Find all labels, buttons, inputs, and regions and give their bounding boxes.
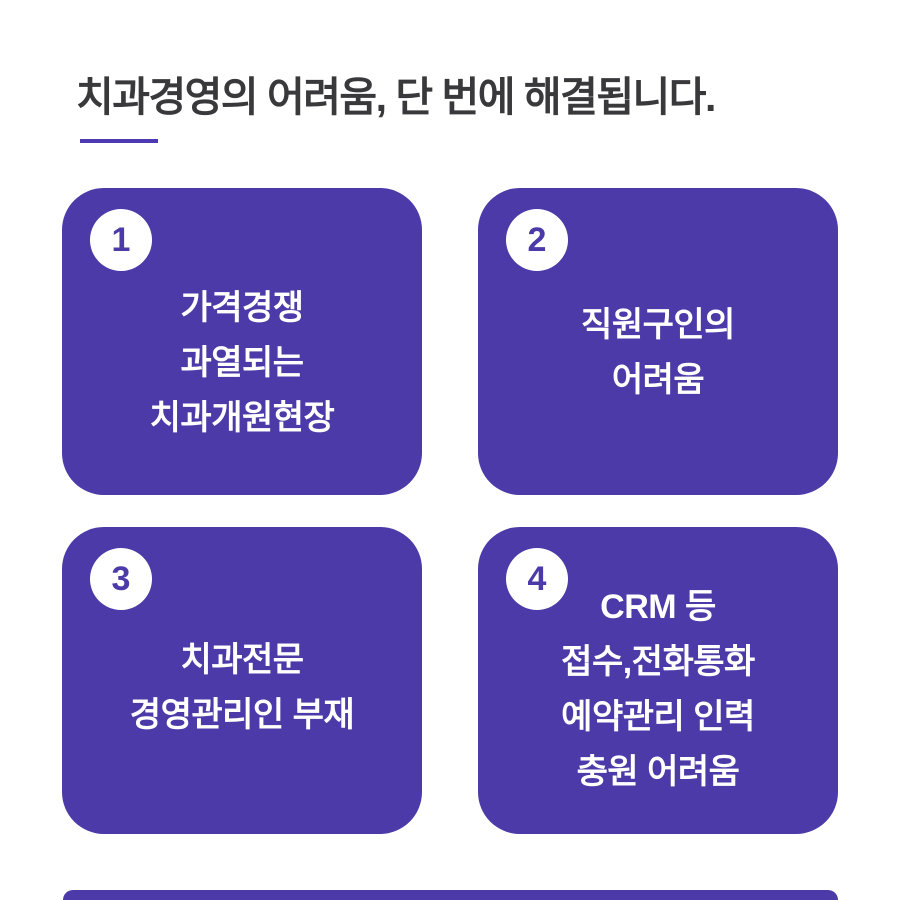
card-number: 3 (111, 559, 131, 598)
problem-card-1: 1 가격경쟁 과열되는 치과개원현장 (62, 188, 422, 495)
card-text-4: CRM 등 접수,전화통화 예약관리 인력 충원 어려움 (561, 562, 755, 800)
card-text-line: 치과개원현장 (149, 399, 335, 437)
page-title: 치과경영의 어려움, 단 번에 해결됩니다. (76, 74, 716, 120)
problem-card-3: 3 치과전문 경영관리인 부재 (62, 527, 422, 834)
card-text-line: 가격경쟁 (180, 289, 304, 327)
number-badge-1: 1 (90, 209, 152, 271)
problem-card-4: 4 CRM 등 접수,전화통화 예약관리 인력 충원 어려움 (478, 527, 838, 834)
card-text-line: 예약관리 인력 (561, 697, 755, 736)
number-badge-2: 2 (506, 209, 568, 271)
card-text-1: 가격경쟁 과열되는 치과개원현장 (150, 237, 335, 446)
problem-card-2: 2 직원구인의 어려움 (478, 188, 838, 495)
title-underline (80, 139, 158, 143)
card-text-line: 어려움 (611, 360, 705, 399)
number-badge-3: 3 (90, 548, 152, 610)
card-text-line: 과열되는 (180, 344, 304, 382)
card-text-line: 충원 어려움 (576, 752, 740, 791)
card-number: 4 (527, 559, 547, 598)
card-text-line: CRM 등 (600, 587, 716, 626)
card-text-line: 치과전문 (180, 640, 304, 679)
card-text-3: 치과전문 경영관리인 부재 (129, 619, 355, 743)
card-text-line: 경영관리인 부재 (129, 695, 355, 734)
card-number: 2 (527, 220, 547, 259)
problem-cards-grid: 1 가격경쟁 과열되는 치과개원현장 2 직원구인의 어려움 3 치과전문 (62, 188, 838, 834)
bottom-partial-card-bar (63, 890, 838, 900)
card-text-2: 직원구인의 어려움 (581, 276, 735, 408)
card-text-line: 접수,전화통화 (561, 642, 755, 681)
card-number: 1 (111, 220, 131, 259)
card-text-line: 직원구인의 (581, 305, 735, 344)
number-badge-4: 4 (506, 548, 568, 610)
